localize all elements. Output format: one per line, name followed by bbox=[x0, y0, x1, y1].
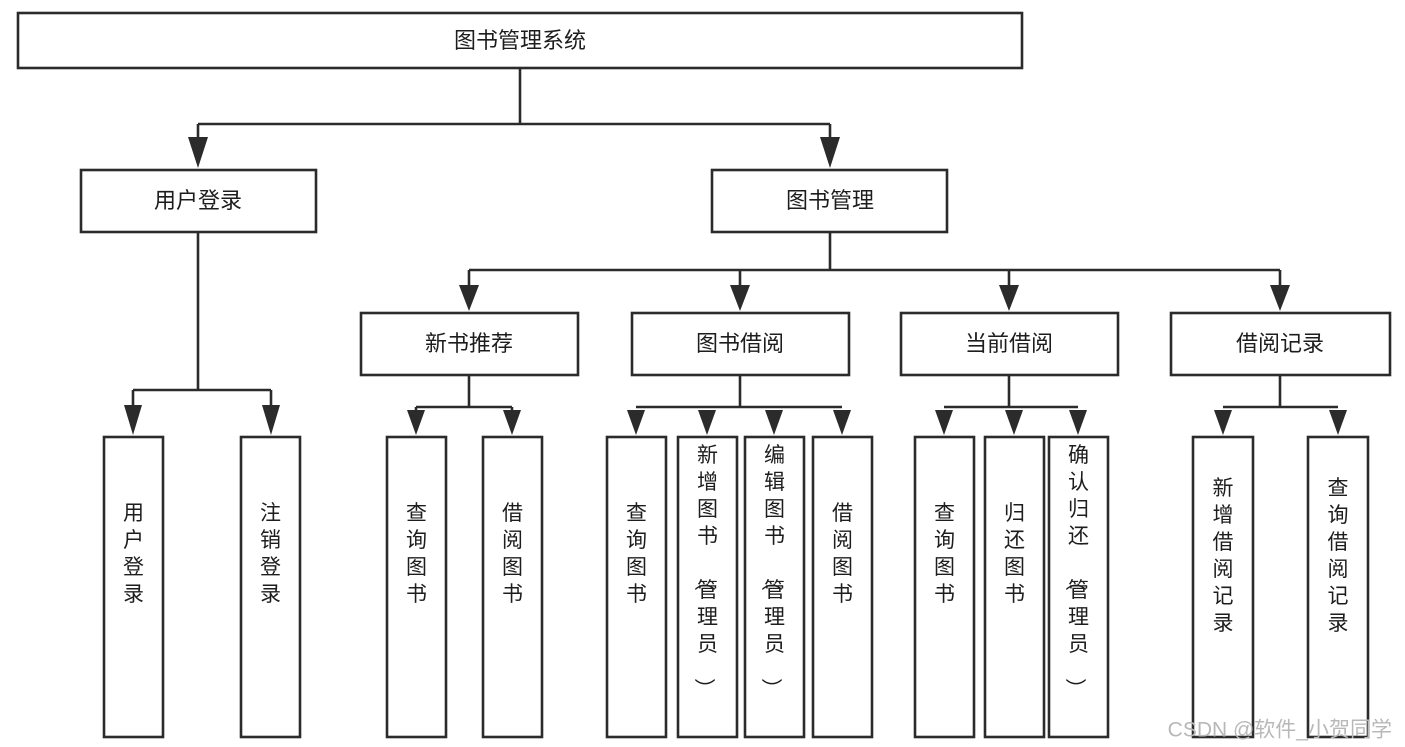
leaf-add-book-admin-box[interactable] bbox=[676, 435, 739, 739]
leaf-return-book[interactable]: 归还图书 bbox=[983, 435, 1046, 739]
leaf-query-book-newbook[interactable]: 查询图书 bbox=[385, 435, 448, 739]
leaf-user-logout-box[interactable] bbox=[239, 435, 302, 739]
leaf-user-logout-label: 注销登录 bbox=[260, 502, 281, 606]
leaf-query-borrow-record-box[interactable] bbox=[1306, 435, 1370, 739]
arrow-record-leaf-1 bbox=[1214, 410, 1232, 435]
node-book-management-label: 图书管理 bbox=[786, 188, 874, 213]
arrow-book-to-newbook bbox=[459, 285, 479, 311]
arrow-borrow-leaf-4 bbox=[833, 410, 851, 435]
leaf-edit-book-admin[interactable]: 编辑图书（管理员） bbox=[743, 435, 806, 739]
node-book-management-box[interactable] bbox=[710, 168, 949, 234]
node-user-login-label: 用户登录 bbox=[154, 188, 242, 213]
arrow-current-leaf-2 bbox=[1005, 410, 1023, 435]
leaf-query-borrow-record[interactable]: 查询借阅记录 bbox=[1306, 435, 1370, 739]
arrow-root-to-user bbox=[188, 137, 208, 168]
node-book-borrow[interactable]: 图书借阅 bbox=[630, 311, 851, 377]
node-current-borrow[interactable]: 当前借阅 bbox=[899, 311, 1120, 377]
node-root[interactable]: 图书管理系统 bbox=[16, 11, 1024, 70]
node-user-login-box[interactable] bbox=[79, 168, 318, 234]
leaf-confirm-return-admin[interactable]: 确认归还（管理员） bbox=[1047, 435, 1110, 739]
connector-layer bbox=[124, 68, 1347, 435]
leaf-add-book-admin-label: 新增图书（管理员） bbox=[692, 444, 718, 699]
leaf-query-book-newbook-box[interactable] bbox=[385, 435, 448, 739]
node-current-borrow-box[interactable] bbox=[899, 311, 1120, 377]
node-book-borrow-label: 图书借阅 bbox=[696, 331, 784, 356]
leaf-query-book-current[interactable]: 查询图书 bbox=[913, 435, 976, 739]
leaf-add-borrow-record-label: 新增借阅记录 bbox=[1213, 477, 1234, 635]
arrow-newbook-leaf-2 bbox=[503, 410, 521, 435]
leaf-borrow-book-newbook-label: 借阅图书 bbox=[502, 502, 523, 606]
leaf-query-book-current-label: 查询图书 bbox=[934, 502, 955, 606]
arrow-current-leaf-3 bbox=[1069, 410, 1087, 435]
arrow-borrow-leaf-1 bbox=[627, 410, 645, 435]
leaf-edit-book-admin-label: 编辑图书（管理员） bbox=[759, 444, 785, 699]
arrow-current-leaf-1 bbox=[935, 410, 953, 435]
node-borrow-record-box[interactable] bbox=[1169, 311, 1392, 377]
leaf-borrow-book-box[interactable] bbox=[811, 435, 874, 739]
leaf-query-book-borrow[interactable]: 查询图书 bbox=[605, 435, 668, 739]
leaf-query-book-borrow-label: 查询图书 bbox=[626, 502, 647, 606]
leaf-query-borrow-record-label: 查询借阅记录 bbox=[1328, 477, 1349, 635]
leaf-add-book-admin[interactable]: 新增图书（管理员） bbox=[676, 435, 739, 739]
leaf-confirm-return-admin-box[interactable] bbox=[1047, 435, 1110, 739]
node-current-borrow-label: 当前借阅 bbox=[965, 331, 1053, 356]
leaf-query-book-current-box[interactable] bbox=[913, 435, 976, 739]
arrow-borrow-leaf-2 bbox=[698, 410, 716, 435]
leaf-borrow-book-newbook-box[interactable] bbox=[481, 435, 544, 739]
arrow-book-to-current bbox=[999, 285, 1019, 311]
leaf-add-borrow-record[interactable]: 新增借阅记录 bbox=[1191, 435, 1255, 739]
arrow-user-leaf-2 bbox=[262, 405, 280, 435]
leaf-return-book-label: 归还图书 bbox=[1004, 502, 1025, 606]
node-root-box[interactable] bbox=[16, 11, 1024, 70]
leaf-edit-book-admin-box[interactable] bbox=[743, 435, 806, 739]
node-user-login[interactable]: 用户登录 bbox=[79, 168, 318, 234]
node-book-borrow-box[interactable] bbox=[630, 311, 851, 377]
arrow-book-to-record bbox=[1270, 285, 1290, 311]
arrow-user-leaf-1 bbox=[124, 405, 142, 435]
leaf-user-login[interactable]: 用户登录 bbox=[102, 435, 165, 739]
arrow-newbook-leaf-1 bbox=[407, 410, 425, 435]
leaf-user-login-box[interactable] bbox=[102, 435, 165, 739]
leaf-query-book-borrow-box[interactable] bbox=[605, 435, 668, 739]
arrow-record-leaf-2 bbox=[1329, 410, 1347, 435]
leaf-user-logout[interactable]: 注销登录 bbox=[239, 435, 302, 739]
node-new-book-recommend-box[interactable] bbox=[359, 311, 580, 377]
node-borrow-record[interactable]: 借阅记录 bbox=[1169, 311, 1392, 377]
leaf-user-login-label: 用户登录 bbox=[123, 502, 144, 606]
arrow-root-to-book bbox=[820, 137, 840, 168]
node-new-book-recommend[interactable]: 新书推荐 bbox=[359, 311, 580, 377]
node-new-book-recommend-label: 新书推荐 bbox=[425, 331, 513, 356]
node-borrow-record-label: 借阅记录 bbox=[1236, 331, 1324, 356]
leaf-add-borrow-record-box[interactable] bbox=[1191, 435, 1255, 739]
leaf-borrow-book-label: 借阅图书 bbox=[832, 502, 853, 606]
node-book-management[interactable]: 图书管理 bbox=[710, 168, 949, 234]
leaf-borrow-book-newbook[interactable]: 借阅图书 bbox=[481, 435, 544, 739]
leaf-return-book-box[interactable] bbox=[983, 435, 1046, 739]
csdn-watermark: CSDN @软件_小贺同学 bbox=[1168, 719, 1392, 742]
node-root-label: 图书管理系统 bbox=[454, 28, 586, 53]
leaf-borrow-book[interactable]: 借阅图书 bbox=[811, 435, 874, 739]
arrow-book-to-borrow bbox=[730, 285, 750, 311]
arrow-borrow-leaf-3 bbox=[765, 410, 783, 435]
leaf-confirm-return-admin-label: 确认归还（管理员） bbox=[1063, 444, 1089, 699]
leaf-query-book-newbook-label: 查询图书 bbox=[406, 502, 427, 606]
